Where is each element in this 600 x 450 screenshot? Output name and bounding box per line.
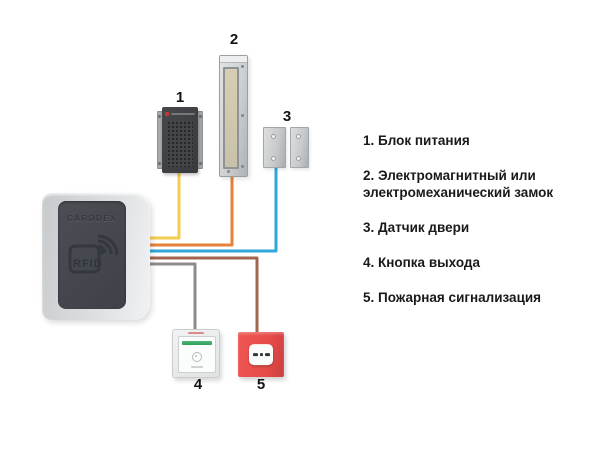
- rfid-logo-text: RFID: [73, 258, 103, 270]
- screw-hole: [270, 156, 276, 161]
- lock-magnet-plate: [223, 67, 239, 169]
- legend-item-power-supply: 1. Блок питания: [363, 133, 470, 148]
- marker-exit-button: 4: [193, 376, 203, 393]
- door-sensor-magnet-part: [290, 127, 309, 168]
- exit-button-wire: [144, 262, 197, 332]
- power-supply-label: [165, 111, 195, 117]
- power-supply-wire: [144, 172, 181, 240]
- legend-item-fire-alarm: 5. Пожарная сигнализация: [363, 290, 542, 305]
- lock-wire: [144, 175, 234, 247]
- screw-hole: [241, 165, 244, 168]
- reader-brand-label: CARDDEX: [66, 214, 118, 223]
- screw-hole: [199, 115, 202, 118]
- screw-hole: [295, 134, 301, 139]
- label-text-line: [171, 113, 195, 115]
- power-supply-body: [162, 107, 198, 173]
- exit-button-panel: [178, 336, 216, 373]
- fire-alarm-wire: [144, 256, 259, 334]
- marker-fire-alarm: 5: [256, 376, 266, 393]
- exit-button-brand-text: [188, 332, 204, 334]
- door-sensor-wired-part: [263, 127, 286, 168]
- rfid-icon: RFID: [68, 234, 119, 274]
- touch-button-icon: [192, 352, 202, 362]
- screw-hole: [158, 115, 161, 118]
- rfid-reader-front-panel: CARDDEX RFID: [58, 201, 126, 309]
- screw-hole: [295, 156, 301, 161]
- screw-hole: [227, 170, 230, 173]
- exit-button: [172, 329, 220, 378]
- exit-button-caption-line: [191, 366, 203, 368]
- fire-alarm: [238, 332, 284, 377]
- electromagnetic-lock: [219, 55, 248, 177]
- marker-lock: 2: [229, 31, 239, 48]
- legend: 1. Блок питания 2. Электромагнитный или …: [363, 132, 559, 306]
- ventilation-grille: [167, 121, 193, 167]
- screw-hole: [199, 162, 202, 165]
- power-supply: [157, 107, 203, 173]
- screw-hole: [241, 65, 244, 68]
- legend-item-lock: 2. Электромагнитный или электромеханичес…: [363, 168, 554, 200]
- legend-item-exit-button: 4. Кнопка выхода: [363, 255, 480, 270]
- marker-power-supply: 1: [175, 89, 185, 106]
- screw-hole: [270, 134, 276, 139]
- alarm-mark: [252, 352, 258, 356]
- rfid-reader: CARDDEX RFID: [42, 193, 150, 320]
- lock-top-face: [220, 56, 247, 63]
- marker-door-sensor: 3: [282, 108, 292, 125]
- fire-alarm-element: [249, 343, 273, 365]
- screw-hole: [241, 114, 244, 117]
- legend-item-door-sensor: 3. Датчик двери: [363, 220, 470, 235]
- exit-button-green-stripe: [182, 341, 212, 345]
- brand-logo-icon: [165, 112, 169, 116]
- screw-hole: [158, 162, 161, 165]
- door-sensor-wire: [144, 165, 278, 253]
- alarm-mark: [259, 352, 263, 356]
- alarm-mark: [264, 352, 270, 356]
